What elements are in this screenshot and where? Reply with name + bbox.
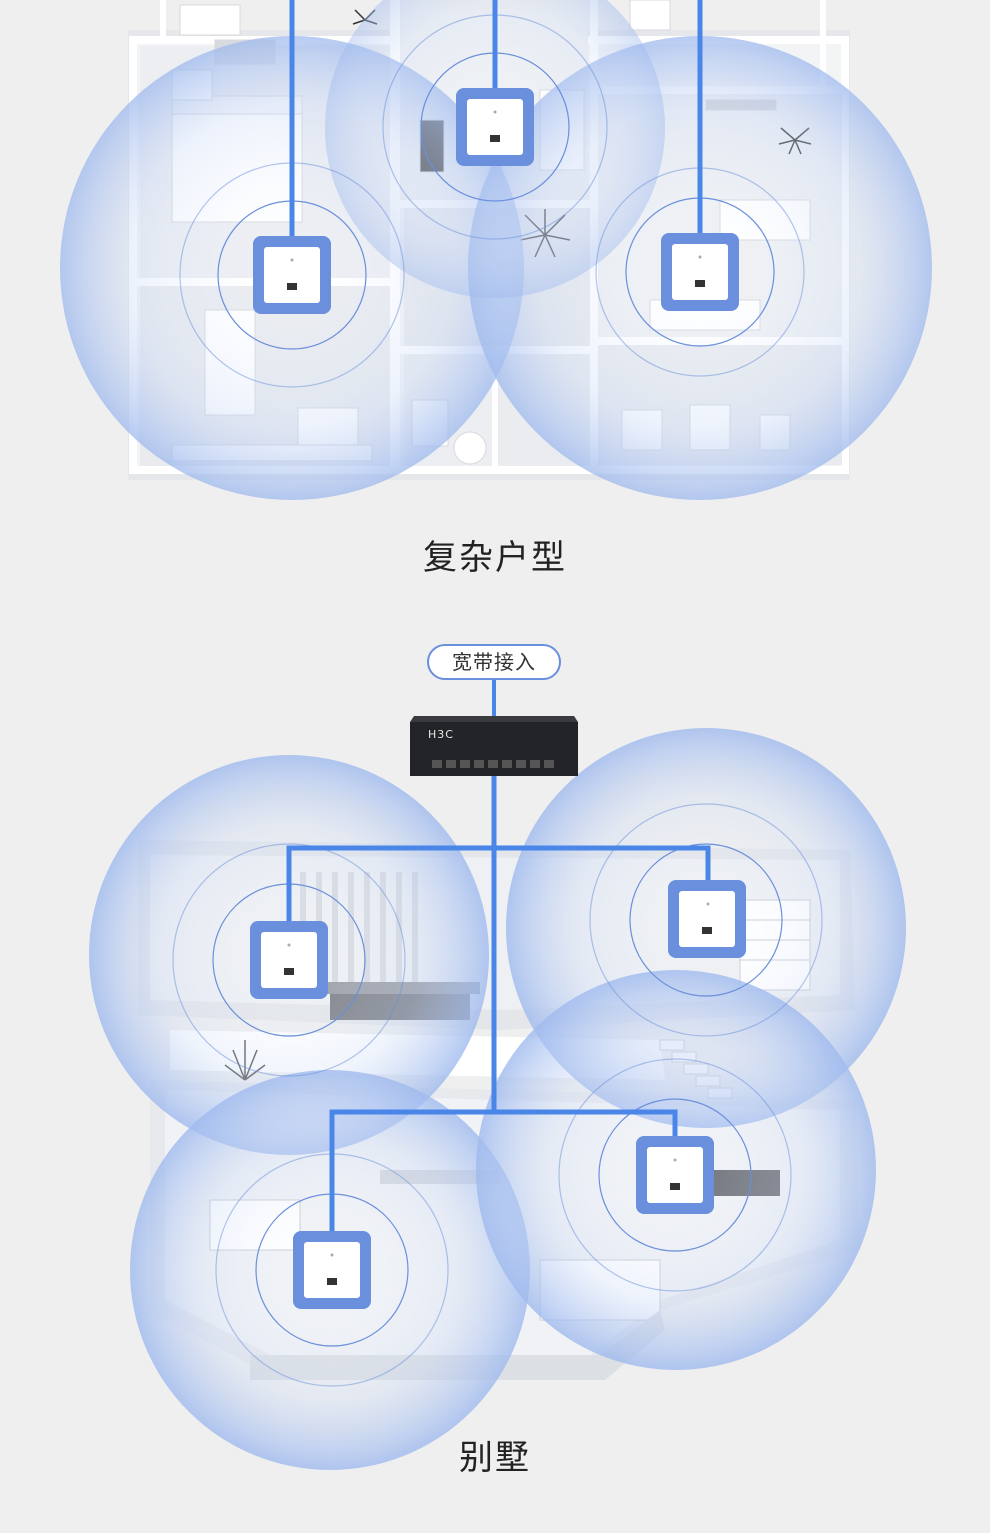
section-caption: 别墅 [459,1438,531,1478]
broadband-access-badge: 宽带接入 [427,644,561,680]
network-cables [289,0,703,236]
access-point-icon [250,921,328,999]
villa-section: 宽带接入 H3C 别墅 [0,610,990,1533]
apartment-section: 复杂户型 [0,0,990,610]
access-point-icon [668,880,746,958]
section-caption: 复杂户型 [423,538,567,578]
access-point-icon [661,233,739,311]
signal-rings [172,803,823,1387]
villa-illustration [89,680,906,1470]
network-cables [286,776,711,1232]
access-point-icon [456,88,534,166]
router-brand-label: H3C [428,728,454,741]
access-point-icon [636,1136,714,1214]
access-point-icon [293,1231,371,1309]
access-point-icon [253,236,331,314]
router-icon [410,716,578,776]
apartment-floorplan-illustration [60,0,932,500]
